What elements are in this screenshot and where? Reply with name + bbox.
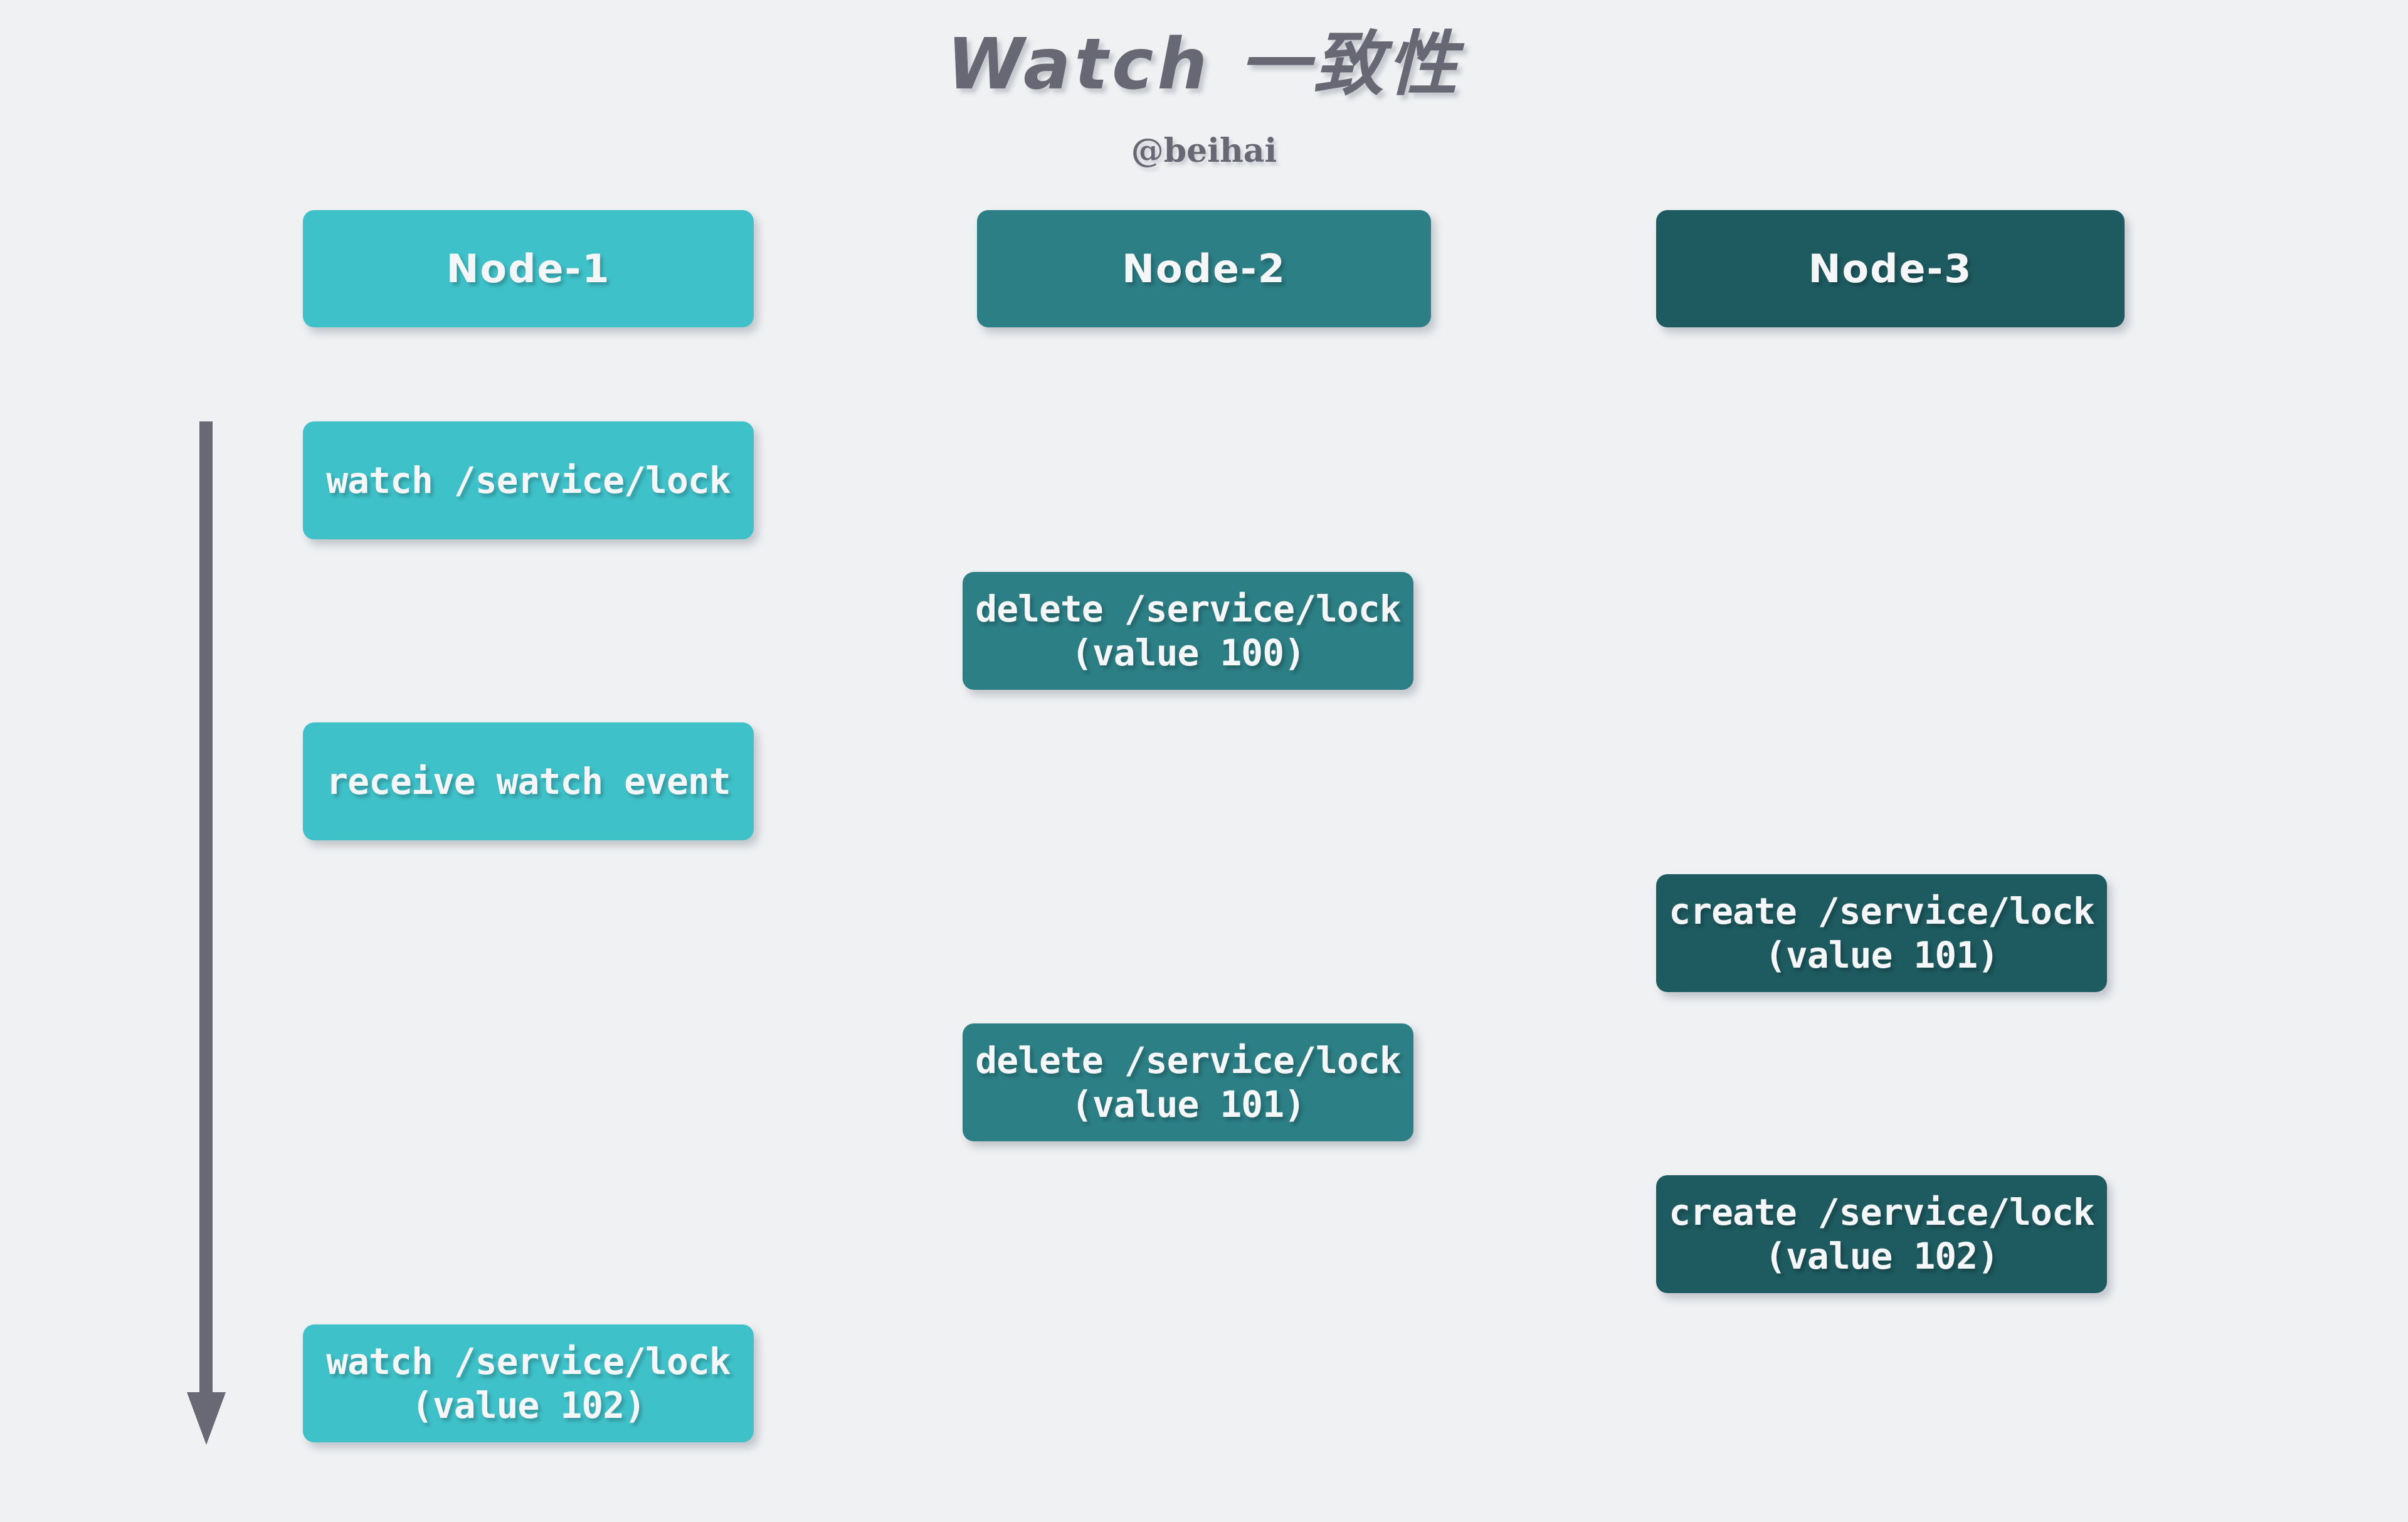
event-label-line1: create /service/lock	[1669, 1191, 2094, 1234]
event-box-node-2-delete-lock-100[interactable]: delete /service/lock (value 100)	[963, 572, 1413, 690]
event-label-line1: delete /service/lock	[975, 1039, 1401, 1082]
node-header-label: Node-3	[1808, 245, 1973, 292]
event-label-line2: (value 101)	[1070, 1083, 1306, 1126]
node-header-node-2[interactable]: Node-2	[977, 210, 1431, 327]
node-header-label: Node-2	[1122, 245, 1286, 292]
event-label-line2: (value 102)	[411, 1384, 646, 1427]
node-header-node-1[interactable]: Node-1	[303, 210, 754, 327]
page-title: Watch 一致性	[946, 24, 1462, 105]
event-label: create /service/lock (value 102)	[1656, 1190, 2107, 1278]
event-box-node-1-receive-event[interactable]: receive watch event	[303, 722, 754, 840]
node-header-label: Node-1	[446, 245, 611, 292]
event-label-line1: create /service/lock	[1669, 890, 2094, 933]
event-label-line2: (value 100)	[1070, 632, 1306, 674]
event-box-node-2-delete-lock-101[interactable]: delete /service/lock (value 101)	[963, 1023, 1413, 1141]
event-label: watch /service/lock (value 102)	[303, 1340, 754, 1427]
event-label: watch /service/lock	[326, 459, 731, 502]
event-label-line1: delete /service/lock	[975, 588, 1401, 630]
time-axis-arrowhead-icon	[187, 1392, 226, 1445]
event-label-line1: watch /service/lock	[326, 1340, 731, 1383]
event-label: delete /service/lock (value 101)	[963, 1038, 1413, 1126]
event-label-line2: (value 102)	[1764, 1235, 1999, 1277]
node-header-node-3[interactable]: Node-3	[1656, 210, 2125, 327]
event-label: delete /service/lock (value 100)	[963, 587, 1413, 675]
page-subtitle-author: @beihai	[1131, 132, 1277, 170]
event-box-node-3-create-lock-101[interactable]: create /service/lock (value 101)	[1656, 874, 2107, 992]
event-label: create /service/lock (value 101)	[1656, 889, 2107, 977]
event-box-node-1-watch-lock-102[interactable]: watch /service/lock (value 102)	[303, 1324, 754, 1442]
event-box-node-3-create-lock-102[interactable]: create /service/lock (value 102)	[1656, 1175, 2107, 1293]
time-axis-arrow	[187, 421, 226, 1450]
time-axis-shaft	[199, 421, 213, 1397]
event-label: receive watch event	[326, 760, 731, 803]
event-box-node-1-watch-lock[interactable]: watch /service/lock	[303, 421, 754, 539]
event-label-line2: (value 101)	[1764, 934, 1999, 976]
